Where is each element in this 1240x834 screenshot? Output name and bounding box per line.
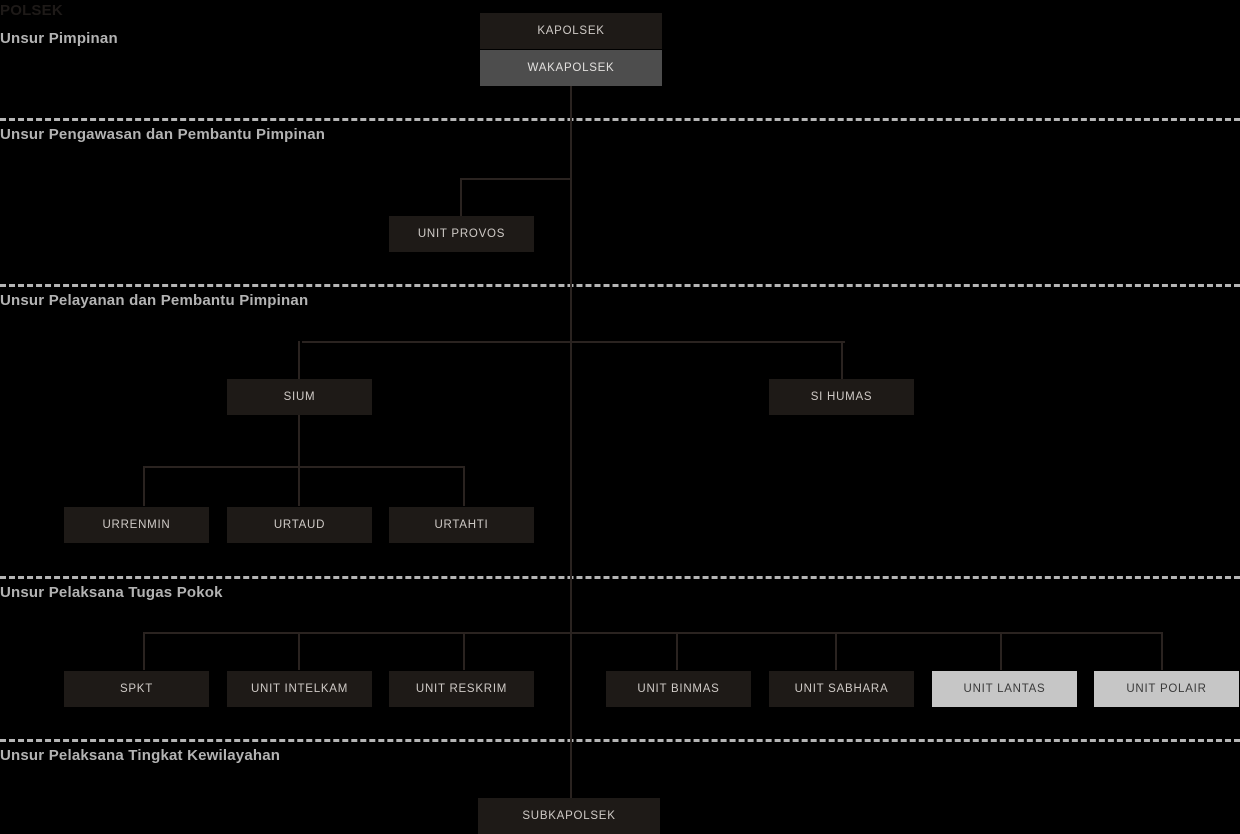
connector-sium-drop xyxy=(298,341,300,381)
connector-lantas-drop xyxy=(1000,632,1002,670)
node-si-humas[interactable]: SI HUMAS xyxy=(769,379,914,415)
connector-provos-vertical xyxy=(460,178,462,218)
node-unit-provos[interactable]: UNIT PROVOS xyxy=(389,216,534,252)
node-urtahti[interactable]: URTAHTI xyxy=(389,507,534,543)
connector-tugas-pokok-bar xyxy=(143,632,1163,634)
connector-sabhara-drop xyxy=(835,632,837,670)
node-unit-polair[interactable]: UNIT POLAIR xyxy=(1094,671,1239,707)
divider-pelayanan xyxy=(0,284,1240,287)
connector-sihumas-drop xyxy=(841,341,843,381)
section-label-unsur-pengawasan: Unsur Pengawasan dan Pembantu Pimpinan xyxy=(0,126,326,143)
node-spkt[interactable]: SPKT xyxy=(64,671,209,707)
connector-urrenmin-drop xyxy=(143,466,145,506)
connector-sium-down xyxy=(298,414,300,466)
node-unit-reskrim[interactable]: UNIT RESKRIM xyxy=(389,671,534,707)
section-label-unsur-kewilayahan: Unsur Pelaksana Tingkat Kewilayahan xyxy=(0,747,281,764)
node-urrenmin[interactable]: URRENMIN xyxy=(64,507,209,543)
node-unit-sabhara[interactable]: UNIT SABHARA xyxy=(769,671,914,707)
node-wakapolsek[interactable]: WAKAPOLSEK xyxy=(480,50,662,86)
node-subkapolsek[interactable]: SUBKAPOLSEK xyxy=(478,798,660,834)
connector-urtahti-drop xyxy=(463,466,465,506)
connector-pelayanan-bar xyxy=(302,341,845,343)
connector-provos-horizontal xyxy=(460,178,572,180)
section-label-unsur-pelayanan: Unsur Pelayanan dan Pembantu Pimpinan xyxy=(0,292,309,309)
divider-kewilayahan xyxy=(0,739,1240,742)
node-unit-lantas[interactable]: UNIT LANTAS xyxy=(932,671,1077,707)
section-label-unsur-tugas-pokok: Unsur Pelaksana Tugas Pokok xyxy=(0,584,223,601)
connector-reskrim-drop xyxy=(463,632,465,670)
connector-sium-children-bar xyxy=(143,466,465,468)
node-unit-binmas[interactable]: UNIT BINMAS xyxy=(606,671,751,707)
page-title: POLSEK xyxy=(0,2,63,19)
connector-urtaud-drop xyxy=(298,466,300,506)
node-urtaud[interactable]: URTAUD xyxy=(227,507,372,543)
connector-intelkam-drop xyxy=(298,632,300,670)
connector-polair-drop xyxy=(1161,632,1163,670)
node-unit-intelkam[interactable]: UNIT INTELKAM xyxy=(227,671,372,707)
node-sium[interactable]: SIUM xyxy=(227,379,372,415)
node-kapolsek[interactable]: KAPOLSEK xyxy=(480,13,662,49)
connector-spkt-drop xyxy=(143,632,145,670)
section-label-unsur-pimpinan: Unsur Pimpinan xyxy=(0,30,118,47)
divider-pengawasan xyxy=(0,118,1240,121)
divider-tugas-pokok xyxy=(0,576,1240,579)
connector-binmas-drop xyxy=(676,632,678,670)
connector-main-spine xyxy=(570,86,572,798)
